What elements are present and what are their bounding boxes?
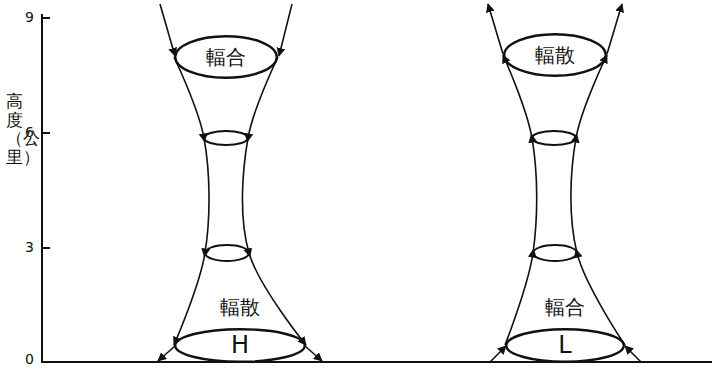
axis-title: 高度（公里） bbox=[6, 92, 23, 167]
ellipse-region: H輻散 bbox=[174, 328, 306, 363]
inflow-arrow bbox=[160, 4, 175, 56]
waist-ellipse bbox=[205, 245, 249, 261]
tick-label: 3 bbox=[8, 240, 34, 255]
region-symbol: 輻散 bbox=[535, 44, 575, 66]
outflow-arrow bbox=[607, 4, 622, 54]
tick-label: 0 bbox=[8, 352, 34, 367]
ellipse-shape bbox=[175, 329, 305, 362]
axis-tick bbox=[42, 247, 50, 249]
waist-ellipse bbox=[533, 245, 577, 261]
ellipse-region: 輻散 bbox=[503, 33, 607, 77]
axis-tick bbox=[42, 17, 50, 19]
region-symbol: 輻合 bbox=[206, 46, 246, 68]
region-symbol: H bbox=[231, 332, 249, 358]
airflow-line bbox=[174, 57, 209, 345]
ellipse-inner: 輻散 bbox=[503, 33, 607, 77]
ellipse-inner: 輻合 bbox=[174, 35, 278, 79]
region-symbol: L bbox=[558, 332, 571, 358]
outflow-arrow bbox=[158, 346, 175, 361]
ellipse-inner: L bbox=[505, 328, 625, 363]
inflow-arrow bbox=[625, 346, 641, 362]
ellipse-shape bbox=[504, 34, 606, 76]
inflow-arrow bbox=[490, 346, 506, 362]
flow-label: 輻散 bbox=[134, 296, 346, 318]
outflow-arrow bbox=[305, 346, 322, 361]
flow-label: 輻合 bbox=[465, 296, 665, 318]
tick-label: 9 bbox=[8, 10, 34, 25]
inflow-arrow bbox=[279, 4, 292, 56]
ellipse-shape bbox=[506, 329, 624, 362]
ellipse-shape bbox=[175, 36, 277, 78]
ground-line bbox=[41, 361, 712, 363]
height-axis bbox=[41, 14, 43, 362]
ellipse-region: 輻合 bbox=[174, 35, 278, 79]
airflow-line bbox=[503, 55, 537, 345]
axis-tick bbox=[42, 132, 50, 134]
ellipse-region: L輻合 bbox=[505, 328, 625, 363]
waist-ellipse bbox=[204, 131, 248, 145]
ellipse-inner: H bbox=[174, 328, 306, 363]
outflow-arrow bbox=[488, 4, 503, 54]
waist-ellipse bbox=[532, 131, 576, 145]
